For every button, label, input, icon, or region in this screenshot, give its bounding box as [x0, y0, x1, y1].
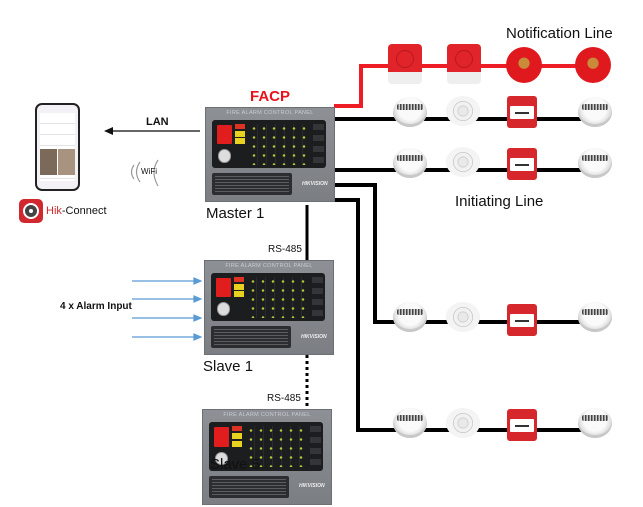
strobe-icon: [447, 44, 481, 84]
master-panel[interactable]: FIRE ALARM CONTROL PANEL HIKVISION: [205, 107, 335, 202]
wifi-icon: [130, 159, 159, 187]
rs485-label-bottom: RS-485: [267, 393, 301, 404]
control-buttons: [312, 123, 325, 165]
bell-icon: [575, 47, 611, 83]
panel-face: [212, 120, 327, 169]
fire-indicator: [216, 124, 232, 145]
disable-led: [232, 440, 243, 447]
manual-call-point-icon: [507, 148, 537, 180]
key-switch: [215, 451, 229, 466]
manual-call-point-icon: [507, 96, 537, 128]
instruction-plate: [212, 173, 292, 196]
manual-call-point-icon: [507, 304, 537, 336]
fire-indicator: [213, 427, 229, 447]
bell-icon: [506, 47, 542, 83]
smoke-detector-icon: [393, 302, 427, 332]
alarm-input-arrows: [132, 277, 203, 341]
manual-call-point-icon: [507, 409, 537, 441]
panel-title: FIRE ALARM CONTROL PANEL: [226, 110, 314, 116]
fault-led: [234, 283, 245, 290]
alarm-led: [232, 426, 243, 431]
brand-logo: HIKVISION: [299, 483, 325, 490]
smoke-detector-icon: [578, 408, 612, 438]
smoke-detector-icon: [578, 148, 612, 178]
phone-thumbnails: [40, 149, 75, 175]
lan-arrowhead: [104, 127, 113, 135]
slave-1-label: Slave 1: [203, 358, 254, 375]
disable-led: [235, 138, 246, 145]
smoke-detector-icon: [393, 408, 427, 438]
app-name-suffix: -Connect: [61, 205, 107, 217]
disable-led: [234, 291, 245, 298]
wifi-label: WiFi: [141, 167, 157, 176]
smoke-detector-icon: [578, 97, 612, 127]
slave-5-label: Slave 5: [210, 456, 261, 473]
fault-led: [232, 432, 243, 439]
smartphone: [35, 103, 80, 191]
heat-detector-icon: [446, 302, 480, 332]
lan-label: LAN: [146, 116, 169, 128]
fire-indicator: [215, 277, 231, 298]
panel-face: [211, 273, 326, 322]
panel-title: FIRE ALARM CONTROL PANEL: [225, 263, 313, 269]
alarm-input-label: 4 x Alarm Input: [60, 301, 132, 312]
slave-5-panel[interactable]: FIRE ALARM CONTROL PANEL HIKVISION: [202, 409, 332, 505]
heat-detector-icon: [446, 408, 480, 438]
initiating-wire-3: [334, 183, 600, 324]
app-name: Hik-Connect: [46, 205, 107, 217]
master-label: Master 1: [206, 205, 265, 222]
smoke-detector-icon: [393, 97, 427, 127]
zone-leds: [245, 426, 308, 468]
initiating-line-label: Initiating Line: [455, 193, 544, 210]
instruction-plate: [209, 475, 289, 499]
slave-1-panel[interactable]: FIRE ALARM CONTROL PANEL HIKVISION: [204, 260, 334, 355]
key-switch: [217, 302, 231, 316]
instruction-plate: [211, 326, 291, 349]
zone-leds: [248, 123, 311, 165]
hik-connect-app-icon[interactable]: [19, 199, 43, 223]
heat-detector-icon: [446, 96, 480, 126]
alarm-led: [235, 123, 246, 129]
key-switch: [218, 149, 232, 163]
control-buttons: [309, 426, 322, 468]
fault-led: [235, 130, 246, 137]
strobe-icon: [388, 44, 422, 84]
panel-face: [209, 422, 324, 472]
notification-line-label: Notification Line: [506, 25, 613, 42]
alarm-led: [234, 276, 245, 282]
control-buttons: [311, 276, 324, 318]
brand-logo: HIKVISION: [302, 180, 328, 187]
zone-leds: [247, 276, 310, 318]
smoke-detector-icon: [393, 148, 427, 178]
brand-logo: HIKVISION: [301, 333, 327, 340]
heat-detector-icon: [446, 147, 480, 177]
rs485-label-top: RS-485: [268, 244, 302, 255]
panel-title: FIRE ALARM CONTROL PANEL: [223, 412, 311, 418]
facp-label: FACP: [250, 88, 291, 105]
initiating-wire-4: [334, 198, 600, 432]
smoke-detector-icon: [578, 302, 612, 332]
app-name-prefix: Hik: [46, 205, 62, 217]
